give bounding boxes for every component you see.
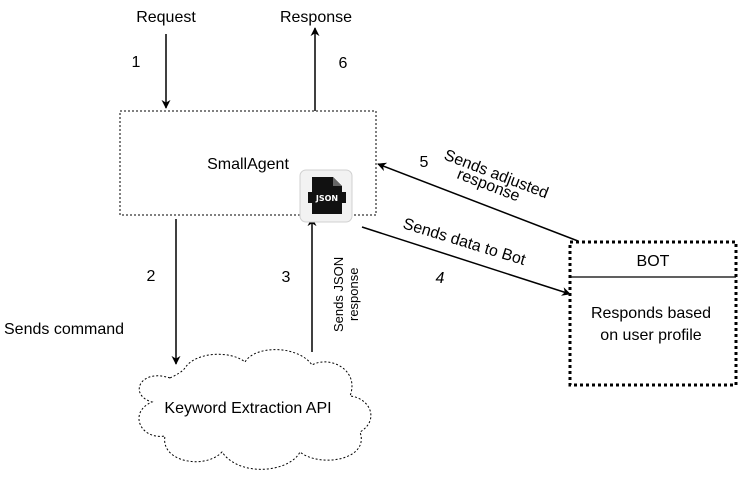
smallagent-label: SmallAgent bbox=[207, 156, 289, 173]
json-icon-text: JSON bbox=[315, 194, 338, 203]
api-cloud-node[interactable]: Keyword Extraction API bbox=[138, 349, 372, 470]
edge-sends-json: 3 Sends JSON response bbox=[282, 217, 361, 352]
edge-sends-data: Sends data to Bot 4 bbox=[361, 216, 571, 296]
api-cloud-shape bbox=[138, 349, 372, 470]
step-2-label: 2 bbox=[147, 268, 156, 285]
step-5-label: 5 bbox=[420, 154, 429, 171]
bot-node[interactable]: BOT Responds based on user profile bbox=[568, 240, 738, 387]
edge-sends-command: 2 Sends command bbox=[4, 219, 181, 365]
sends-json-label-line1: Sends JSON bbox=[331, 257, 346, 332]
sends-adjusted-arrow bbox=[377, 162, 579, 242]
sends-data-label: Sends data to Bot bbox=[401, 216, 528, 270]
sends-json-label-line2: response bbox=[346, 268, 361, 321]
request-label: Request bbox=[136, 9, 196, 26]
step-6-label: 6 bbox=[339, 55, 348, 72]
step-3-label: 3 bbox=[282, 269, 291, 286]
bot-body-line1: Responds based bbox=[591, 305, 711, 322]
sends-command-label: Sends command bbox=[4, 321, 124, 338]
api-label: Keyword Extraction API bbox=[164, 400, 331, 417]
edge-response: Response 6 bbox=[280, 9, 352, 111]
json-file-icon: JSON bbox=[299, 169, 353, 223]
bot-title: BOT bbox=[637, 253, 670, 270]
bot-box bbox=[568, 240, 738, 387]
response-label: Response bbox=[280, 9, 352, 26]
smallagent-node[interactable]: SmallAgent bbox=[119, 110, 377, 216]
edge-request: Request 1 bbox=[132, 9, 196, 109]
step-4-label: 4 bbox=[436, 270, 445, 287]
step-1-label: 1 bbox=[132, 54, 141, 71]
sends-data-arrow bbox=[361, 226, 571, 296]
bot-body-line2: on user profile bbox=[600, 327, 701, 344]
